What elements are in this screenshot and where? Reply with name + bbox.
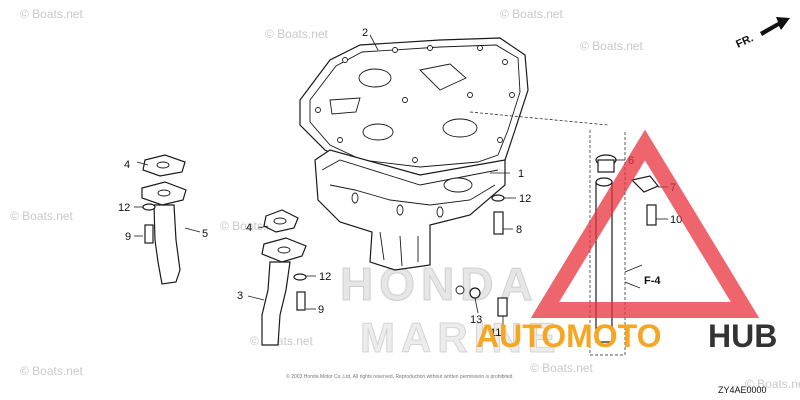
watermark-text: © Boats.net <box>250 334 314 348</box>
automotohub-logo: AUTOMOTO HUB <box>476 129 777 354</box>
callout-11: 11 <box>490 327 501 339</box>
callout-9b: 9 <box>318 304 324 316</box>
watermark-text: © Boats.net <box>745 377 800 391</box>
oil-pipe-b-part <box>261 209 307 346</box>
direction-indicator: FR. <box>734 17 790 51</box>
callout-12c: 12 <box>519 193 531 205</box>
logo-word-a: AUTOMOTO <box>476 318 661 354</box>
bolt-10 <box>646 204 657 226</box>
callout-4a: 4 <box>124 159 130 171</box>
honda-word: HONDA <box>340 258 539 310</box>
callout-10: 10 <box>670 214 682 226</box>
section-reference: F-4 <box>644 275 661 287</box>
copyright-fine-print: © 2003 Honda Motor Co.,Ltd. All rights r… <box>286 373 514 380</box>
leader-lines <box>134 34 668 325</box>
diagram-code: ZY4AE0000 <box>718 385 767 395</box>
bolt-11 <box>497 297 508 317</box>
callout-13: 13 <box>470 314 482 326</box>
watermark-text: © Boats.net <box>10 209 74 223</box>
callout-12a: 12 <box>118 202 130 214</box>
watermark-text: © Boats.net <box>265 27 329 41</box>
honda-marine-watermark: HONDA MARINE <box>340 258 562 362</box>
gasket-plate-part <box>299 37 529 176</box>
watermark-text: © Boats.net <box>580 39 644 53</box>
warning-triangle-icon <box>530 129 760 318</box>
arrow-icon <box>760 17 790 36</box>
watermark-text: © Boats.net <box>500 7 564 21</box>
callout-numbers: 2 1 4 12 9 5 4 3 12 9 12 8 6 7 10 13 11 … <box>118 27 682 339</box>
washer-12b <box>293 273 307 281</box>
callout-8: 8 <box>516 224 522 236</box>
callout-9a: 9 <box>125 231 131 243</box>
fasteners <box>142 194 508 317</box>
logo-word-b: HUB <box>708 318 777 354</box>
callout-4b: 4 <box>246 222 252 234</box>
washer-12a <box>142 203 156 211</box>
oil-pan-case-part <box>314 149 506 295</box>
callout-5: 5 <box>202 228 208 240</box>
oil-pipe-a-part <box>141 154 187 285</box>
watermark-text: © Boats.net <box>20 364 84 378</box>
bolt-8 <box>493 211 504 235</box>
callout-12b: 12 <box>319 271 331 283</box>
bolt-9a <box>144 224 154 244</box>
callout-2: 2 <box>362 27 368 39</box>
callout-1: 1 <box>518 168 524 180</box>
callout-3: 3 <box>237 290 243 302</box>
watermark-text: © Boats.net <box>20 7 84 21</box>
clamp-7 <box>630 175 659 193</box>
watermark-text: © Boats.net <box>530 361 594 375</box>
washer-12c <box>491 194 505 202</box>
direction-label: FR. <box>734 32 755 50</box>
bolt-9b <box>296 291 306 311</box>
plug-13 <box>469 287 481 299</box>
marine-word: MARINE <box>360 314 562 361</box>
